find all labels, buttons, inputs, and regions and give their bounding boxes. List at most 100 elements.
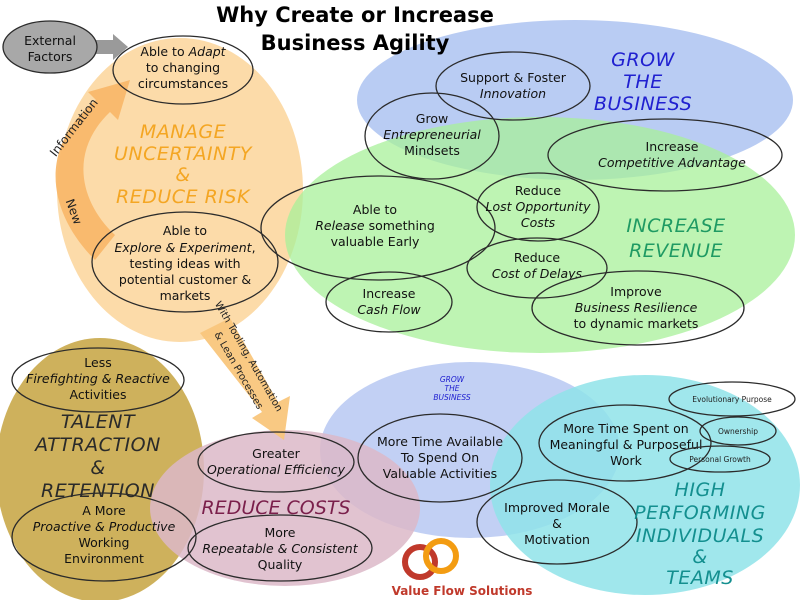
morale-line-2: & bbox=[552, 516, 562, 531]
increase-revenue-region bbox=[285, 117, 795, 353]
logo-ring-left bbox=[402, 544, 438, 580]
external-factors-arrow bbox=[96, 34, 128, 60]
talent-title-1: TALENT bbox=[61, 411, 136, 433]
talent-title-2: ATTRACTION bbox=[33, 434, 161, 456]
grow-business-small-1: GROW bbox=[440, 375, 465, 384]
cost-of-delays-oval bbox=[466, 237, 608, 299]
grow-business-small-2: THE bbox=[445, 384, 460, 393]
external-factors-label-1: External bbox=[24, 33, 76, 48]
proactive-line-4: Environment bbox=[64, 551, 144, 566]
morale-oval bbox=[476, 479, 638, 565]
value-flow-logo bbox=[402, 538, 459, 580]
less-firefighting-oval bbox=[11, 347, 185, 413]
manage-uncertainty-title-4: REDUCE RISK bbox=[116, 186, 251, 208]
new-information-arrow bbox=[55, 80, 130, 260]
morale-line-3: Motivation bbox=[524, 532, 590, 547]
increase-revenue-title-2: REVENUE bbox=[629, 240, 723, 262]
lost-opportunity-oval bbox=[476, 172, 600, 242]
manage-uncertainty-title-3: & bbox=[175, 164, 190, 186]
ownership-oval bbox=[699, 416, 777, 446]
title-line-1: Why Create or Increase bbox=[216, 3, 494, 27]
explore-line-5: markets bbox=[160, 288, 211, 303]
increase-revenue-title-1: INCREASE bbox=[626, 215, 725, 237]
efficiency-oval bbox=[197, 431, 355, 493]
evolutionary-label: Evolutionary Purpose bbox=[692, 395, 772, 404]
more-time-oval bbox=[357, 413, 523, 503]
efficiency-line-2: Operational Efficiency bbox=[207, 462, 346, 477]
competitive-oval bbox=[547, 118, 783, 192]
grow-business-small-3: BUSINESS bbox=[433, 393, 470, 402]
repeatable-line-3: Quality bbox=[258, 557, 303, 572]
proactive-line-3: Working bbox=[79, 535, 130, 550]
adapt-line-3: circumstances bbox=[138, 76, 228, 91]
high-performing-title-4: & bbox=[692, 546, 707, 568]
efficiency-line-1: Greater bbox=[252, 446, 300, 461]
personal-growth-label: Personal Growth bbox=[689, 455, 751, 464]
talent-title-3: & bbox=[90, 457, 105, 479]
manage-uncertainty-title-2: UNCERTAINTY bbox=[114, 143, 253, 165]
more-time-line-1: More Time Available bbox=[377, 434, 503, 449]
high-performing-region bbox=[490, 375, 800, 595]
innovation-line-1: Support & Foster bbox=[460, 70, 567, 85]
explore-line-3: testing ideas with bbox=[129, 256, 240, 271]
meaningful-oval bbox=[538, 404, 712, 482]
release-early-line-2: Release something bbox=[315, 218, 435, 233]
evolutionary-oval bbox=[668, 381, 796, 417]
repeatable-line-1: More bbox=[265, 525, 296, 540]
lost-opportunity-line-1: Reduce bbox=[515, 183, 562, 198]
high-performing-title-5: TEAMS bbox=[666, 567, 734, 589]
entrepreneurial-line-3: Mindsets bbox=[404, 143, 460, 158]
personal-growth-oval bbox=[669, 445, 771, 473]
explore-line-2: Explore & Experiment, bbox=[114, 240, 255, 255]
more-time-line-2: To Spend On bbox=[400, 450, 479, 465]
morale-line-1: Improved Morale bbox=[504, 500, 610, 515]
resilience-line-3: to dynamic markets bbox=[574, 316, 699, 331]
title-line-2: Business Agility bbox=[261, 31, 450, 55]
repeatable-line-2: Repeatable & Consistent bbox=[202, 541, 358, 556]
external-factors-label-2: Factors bbox=[28, 49, 73, 64]
manage-uncertainty-title-1: MANAGE bbox=[140, 121, 226, 143]
less-firefighting-line-1: Less bbox=[84, 355, 111, 370]
innovation-oval bbox=[435, 51, 591, 121]
competitive-line-1: Increase bbox=[646, 139, 699, 154]
innovation-line-2: Innovation bbox=[480, 86, 546, 101]
competitive-line-2: Competitive Advantage bbox=[598, 155, 746, 170]
entrepreneurial-line-2: Entrepreneurial bbox=[383, 127, 481, 142]
cash-flow-oval bbox=[325, 271, 453, 333]
ownership-label: Ownership bbox=[718, 427, 758, 436]
less-firefighting-line-2: Firefighting & Reactive bbox=[26, 371, 170, 386]
tooling-arrow bbox=[200, 318, 290, 440]
entrepreneurial-line-1: Grow bbox=[416, 111, 448, 126]
meaningful-line-1: More Time Spent on bbox=[563, 421, 688, 436]
release-early-oval bbox=[260, 175, 496, 281]
lost-opportunity-line-3: Costs bbox=[521, 215, 556, 230]
logo-text: Value Flow Solutions bbox=[392, 584, 533, 598]
explore-oval bbox=[91, 211, 279, 313]
entrepreneurial-oval bbox=[364, 92, 500, 180]
resilience-oval bbox=[531, 270, 745, 346]
high-performing-title-1: HIGH bbox=[675, 479, 726, 501]
more-time-line-3: Valuable Activities bbox=[383, 466, 497, 481]
cost-of-delays-line-2: Cost of Delays bbox=[492, 266, 583, 281]
grow-business-title-1: GROW bbox=[611, 49, 675, 71]
adapt-line-1: Able to Adapt bbox=[140, 44, 226, 59]
adapt-line-2: to changing bbox=[146, 60, 220, 75]
release-early-line-1: Able to bbox=[353, 202, 397, 217]
external-factors-oval bbox=[2, 20, 98, 74]
proactive-line-1: A More bbox=[82, 503, 126, 518]
grow-business-title-3: BUSINESS bbox=[594, 93, 692, 115]
logo-ring-right bbox=[423, 538, 459, 574]
explore-line-4: potential customer & bbox=[119, 272, 251, 287]
cost-of-delays-line-1: Reduce bbox=[514, 250, 561, 265]
high-performing-title-2: PERFORMING bbox=[634, 502, 766, 524]
talent-region bbox=[0, 338, 204, 600]
meaningful-line-2: Meaningful & Purposeful bbox=[550, 437, 703, 452]
resilience-line-2: Business Resilience bbox=[575, 300, 698, 315]
reduce-costs-title: REDUCE COSTS bbox=[201, 497, 350, 519]
grow-business-title-2: THE bbox=[623, 71, 662, 93]
proactive-oval bbox=[11, 492, 197, 582]
resilience-line-1: Improve bbox=[610, 284, 662, 299]
cash-flow-line-2: Cash Flow bbox=[357, 302, 421, 317]
explore-line-1: Able to bbox=[163, 223, 207, 238]
